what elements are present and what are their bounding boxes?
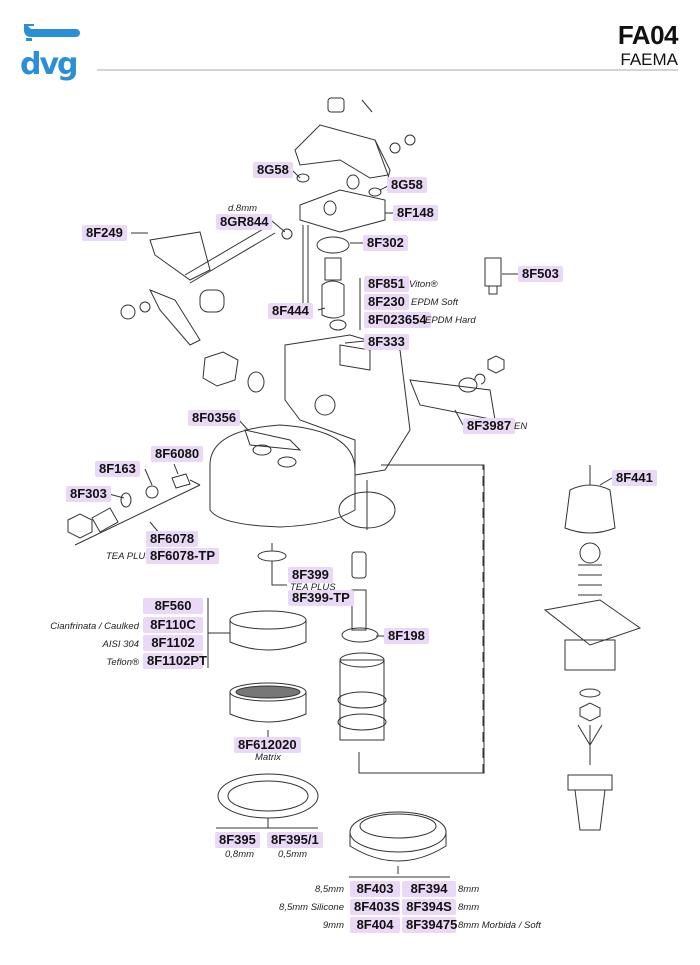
part-label-8f851[interactable]: 8F851 — [364, 276, 409, 292]
part-label-8gr844[interactable]: 8GR844 — [216, 214, 273, 230]
note-tea-plus-8f6078: TEA PLUS — [106, 551, 152, 562]
part-label-8f333[interactable]: 8F333 — [364, 334, 409, 350]
dvg-logo: dvg — [20, 24, 80, 82]
gasket-row-3-right-note: 8mm Morbida / Soft — [458, 920, 541, 931]
part-label-8f1102[interactable]: 8F1102 — [143, 635, 203, 651]
part-label-8f6078[interactable]: 8F6078 — [146, 531, 199, 547]
gasket-row-1-right-note: 8mm — [458, 884, 480, 895]
lever-piston-drawing — [543, 465, 642, 831]
gasket-row-1-left[interactable]: 8F403 — [350, 881, 400, 897]
bypass-screw-drawing — [67, 473, 201, 546]
gasket-row-2-left-note: 8,5mm Silicone — [279, 902, 344, 913]
part-label-8g58-left[interactable]: 8G58 — [253, 162, 293, 178]
part-label-8f303[interactable]: 8F303 — [66, 486, 111, 502]
top-bracket-drawing — [294, 97, 416, 179]
gasket-row-3-left-note: 9mm — [322, 920, 344, 931]
note-8f395: 0,8mm — [225, 849, 255, 860]
lever-drawing — [120, 224, 276, 346]
header-rule — [97, 69, 678, 71]
part-label-8f399[interactable]: 8F399 — [288, 567, 333, 583]
valve-stack-drawing — [337, 464, 485, 774]
part-label-8f6080[interactable]: 8F6080 — [151, 446, 204, 462]
part-label-8f110c[interactable]: 8F110C — [143, 617, 203, 633]
note-8f395-1: 0,5mm — [278, 849, 308, 860]
part-label-8f395-1[interactable]: 8F395/1 — [267, 832, 323, 848]
note-8f3987: EN — [514, 421, 528, 432]
part-label-8f441[interactable]: 8F441 — [612, 470, 657, 486]
note-8f1102pt: Teflon® — [106, 657, 139, 668]
note-8f230: EPDM Soft — [411, 297, 458, 308]
shower-disc-drawing — [257, 543, 287, 586]
gasket-row-3-right[interactable]: 8F39475 — [402, 917, 457, 933]
gasket-row-1-right[interactable]: 8F394 — [402, 881, 456, 897]
part-label-8f148[interactable]: 8F148 — [393, 205, 438, 221]
dashed-link — [358, 464, 484, 774]
gasket-row-2-right[interactable]: 8F394S — [402, 899, 456, 915]
filter-baskets-drawing — [207, 598, 307, 738]
part-label-8f302[interactable]: 8F302 — [363, 235, 408, 251]
part-label-8f0356[interactable]: 8F0356 — [188, 410, 241, 426]
part-label-8f503[interactable]: 8F503 — [518, 266, 563, 282]
note-8gr844: d.8mm — [228, 203, 258, 214]
gasket-row-2-right-note: 8mm — [458, 902, 480, 913]
part-label-8f399-tp[interactable]: 8F399-TP — [288, 590, 354, 606]
valve-block-drawing — [281, 173, 386, 310]
part-label-8f249[interactable]: 8F249 — [82, 225, 127, 241]
gasket-row-2-left[interactable]: 8F403S — [350, 899, 400, 915]
part-label-8f612020[interactable]: 8F612020 — [234, 737, 301, 753]
gasket-row-3-left[interactable]: 8F404 — [350, 917, 400, 933]
model-code: FA04 — [617, 20, 679, 50]
part-label-8f1102pt[interactable]: 8F1102PT — [143, 653, 207, 669]
leader-lines — [108, 167, 613, 637]
piston-top-drawing — [321, 280, 347, 331]
note-8f023654: EPDM Hard — [425, 315, 476, 326]
nut-8f503-drawing — [484, 257, 502, 295]
part-label-8f444[interactable]: 8F444 — [268, 303, 313, 319]
part-label-8f395[interactable]: 8F395 — [215, 832, 260, 848]
part-label-8f230[interactable]: 8F230 — [364, 294, 409, 310]
part-label-8f560[interactable]: 8F560 — [143, 598, 203, 614]
part-label-8f163[interactable]: 8F163 — [95, 461, 140, 477]
gasket-8f403-drawing — [349, 811, 450, 878]
part-label-8f3987[interactable]: 8F3987 — [463, 418, 516, 434]
svg-text:dvg: dvg — [20, 47, 77, 82]
part-label-8f198[interactable]: 8F198 — [384, 628, 429, 644]
note-tea-plus-8f399: TEA PLUS — [290, 582, 336, 593]
gasket-8f395-drawing — [216, 773, 319, 829]
note-8f110c: Cianfrinata / Caulked — [50, 621, 139, 632]
brand-name: FAEMA — [620, 50, 678, 69]
note-8f1102: AISI 304 — [102, 639, 139, 650]
note-8f612020: Matrix — [255, 752, 281, 763]
gasket-row-1-left-note: 8,5mm — [314, 884, 344, 895]
part-label-8f6078-tp[interactable]: 8F6078-TP — [146, 548, 220, 564]
part-label-8g58-right[interactable]: 8G58 — [387, 177, 427, 193]
group-body-drawing — [202, 334, 505, 530]
note-8f851: Viton® — [409, 279, 438, 290]
part-label-8f023654[interactable]: 8F023654 — [364, 312, 431, 328]
